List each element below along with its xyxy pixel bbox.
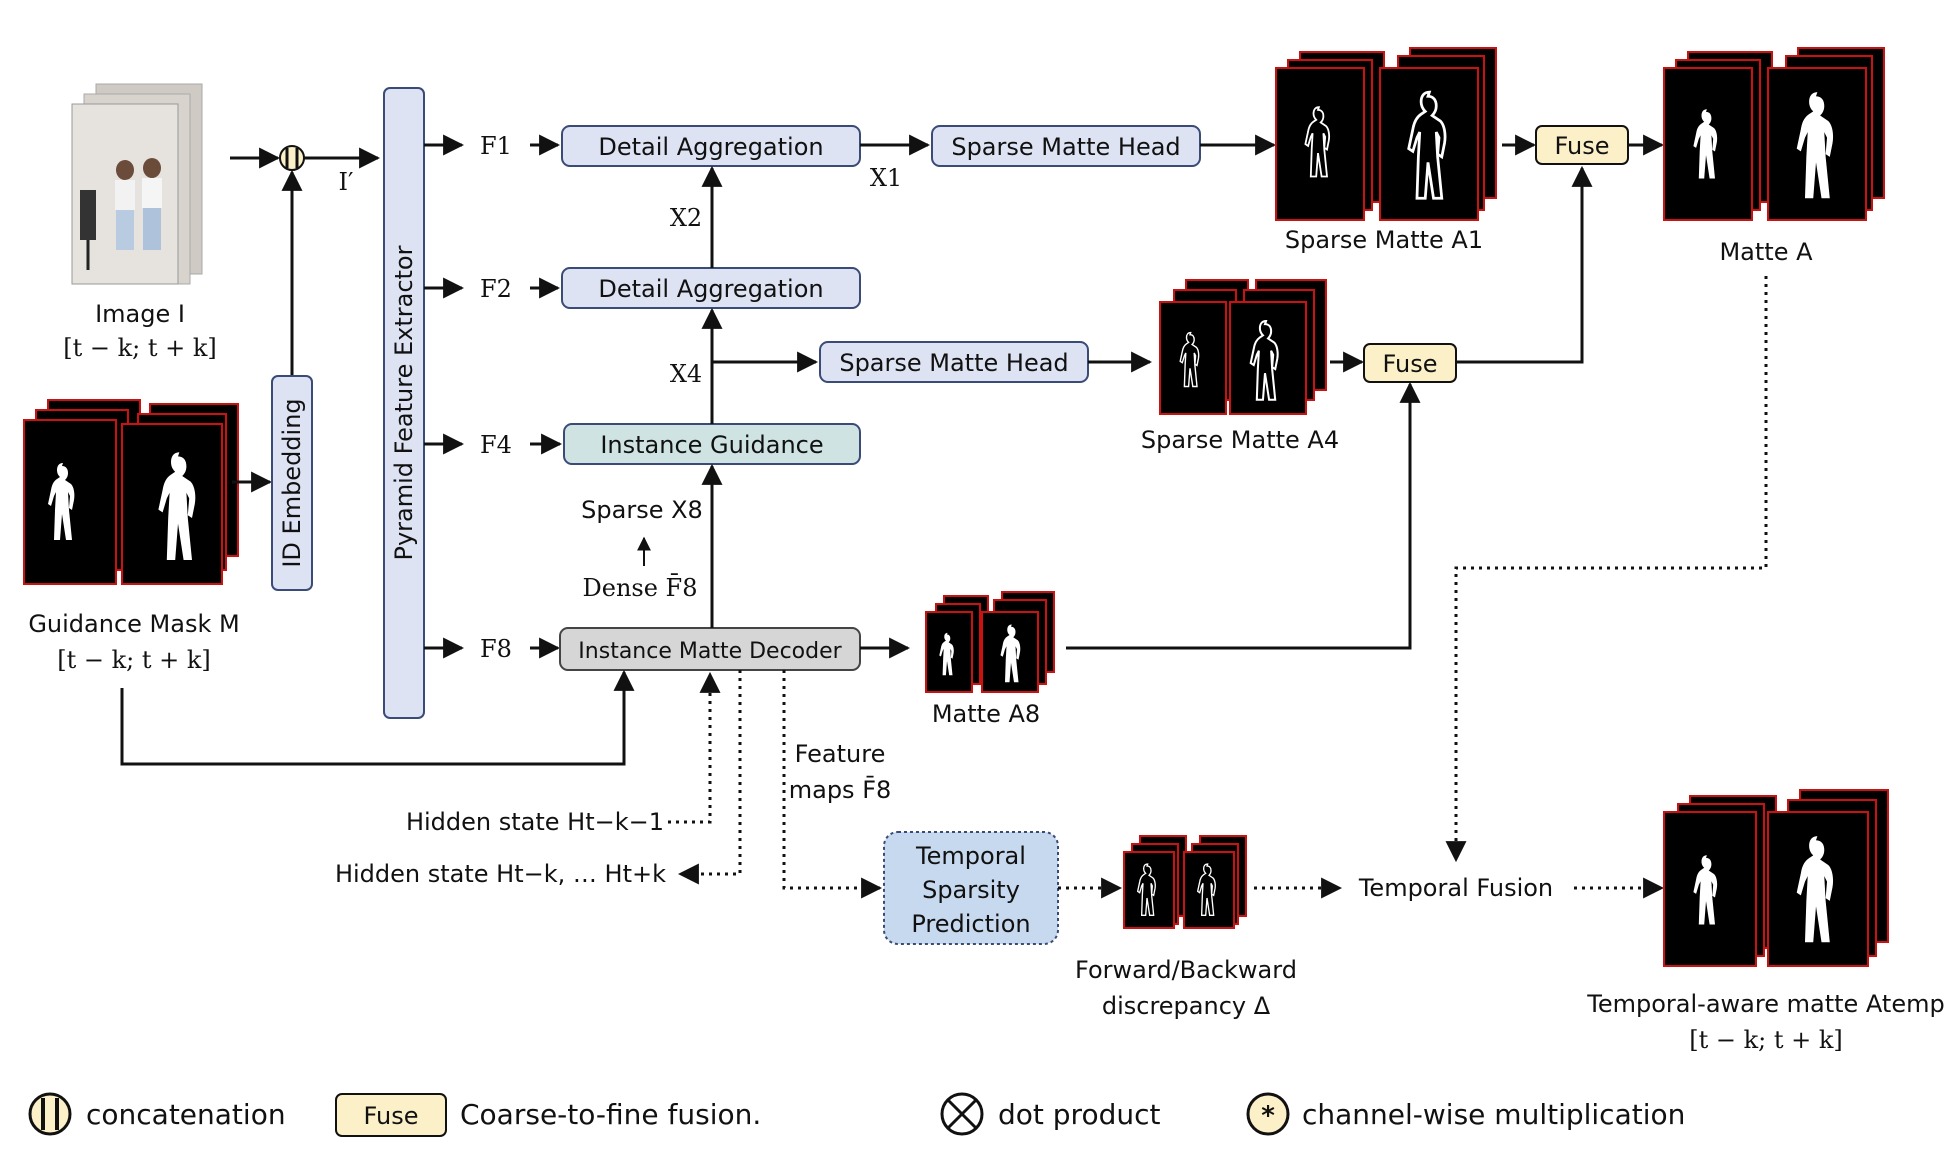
instance-guidance-label: Instance Guidance <box>600 431 823 459</box>
matte-a-stack <box>1663 47 1885 221</box>
fuse-2-label: Fuse <box>1383 350 1438 378</box>
instance-matte-decoder-label: Instance Matte Decoder <box>578 639 842 664</box>
mask-label: Guidance Mask M <box>28 610 239 638</box>
legend-channel-label: channel-wise multiplication <box>1302 1098 1685 1131</box>
x2-label: X2 <box>670 204 702 232</box>
legend: concatenation Fuse Coarse-to-fine fusion… <box>28 1092 1685 1137</box>
temporal-matte-stack <box>1663 789 1889 967</box>
x4-label: X4 <box>670 360 702 388</box>
legend-concat-icon <box>28 1092 72 1136</box>
dense-f8-label: Dense F̄8 <box>583 574 698 602</box>
matte-a-label: Matte A <box>1719 238 1813 266</box>
sparse-matte-a4-stack <box>1159 279 1327 415</box>
channel-multiplication-icon: * <box>1246 1092 1290 1136</box>
image-range: [t − k; t + k] <box>63 334 217 362</box>
f2-label: F2 <box>480 275 512 303</box>
legend-fuse-desc: Coarse-to-fine fusion. <box>460 1098 761 1131</box>
feature-maps-line1: Feature <box>795 740 886 768</box>
discrepancy-line1: Forward/Backward <box>1075 956 1297 984</box>
guidance-mask-stack <box>23 399 239 585</box>
fuse-1-label: Fuse <box>1555 132 1610 160</box>
temporal-matte-range: [t − k; t + k] <box>1689 1026 1843 1054</box>
detail-aggregation-2-label: Detail Aggregation <box>598 275 823 303</box>
temporal-sparsity-line3: Prediction <box>911 910 1030 938</box>
discrepancy-stack <box>1123 835 1247 929</box>
legend-fuse-box <box>335 1093 447 1137</box>
sparse-matte-head-2-label: Sparse Matte Head <box>839 349 1068 377</box>
temporal-sparsity-block <box>883 831 1059 945</box>
matte-a8-label: Matte A8 <box>932 700 1040 728</box>
hidden-state-prev-label: Hidden state Ht−k−1 <box>406 808 664 836</box>
legend-dot-label: dot product <box>998 1098 1160 1131</box>
pyramid-extractor-label: Pyramid Feature Extractor <box>390 245 418 560</box>
sparse-matte-a1-stack <box>1275 47 1497 221</box>
phone-tripod <box>80 190 96 240</box>
matte-a8-stack <box>925 591 1055 693</box>
temporal-fusion-label: Temporal Fusion <box>1358 874 1553 902</box>
concatenation-icon <box>279 145 305 171</box>
sparse-x8-label: Sparse X8 <box>581 496 703 524</box>
mask-range: [t − k; t + k] <box>57 646 211 674</box>
legend-fuse-box-label: Fuse <box>364 1102 419 1130</box>
detail-aggregation-1-label: Detail Aggregation <box>598 133 823 161</box>
f4-label: F4 <box>480 431 512 459</box>
input-image-stack <box>71 83 203 285</box>
x1-label: X1 <box>870 164 902 192</box>
temporal-sparsity-line2: Sparsity <box>922 876 1020 904</box>
i-prime-label: I′ <box>339 168 354 196</box>
hidden-state-range-label: Hidden state Ht−k, … Ht+k <box>335 860 666 888</box>
temporal-sparsity-line1: Temporal <box>915 842 1026 870</box>
sparse-matte-a4-label: Sparse Matte A4 <box>1141 426 1339 454</box>
id-embedding-label: ID Embedding <box>278 398 306 567</box>
svg-text:*: * <box>1261 1101 1275 1131</box>
id-embedding-block <box>271 375 313 591</box>
pyramid-extractor-block <box>383 87 425 719</box>
temporal-matte-label: Temporal-aware matte Atemp <box>1586 990 1944 1018</box>
sparse-matte-a1-label: Sparse Matte A1 <box>1285 226 1483 254</box>
sparse-matte-head-1-label: Sparse Matte Head <box>951 133 1180 161</box>
f1-label: F1 <box>480 132 512 160</box>
dot-product-icon <box>940 1092 984 1136</box>
discrepancy-line2: discrepancy Δ <box>1102 992 1271 1020</box>
feature-maps-line2: maps F̄8 <box>789 775 892 804</box>
image-label: Image I <box>95 300 185 328</box>
f8-label: F8 <box>480 635 512 663</box>
legend-concat-label: concatenation <box>86 1098 286 1131</box>
